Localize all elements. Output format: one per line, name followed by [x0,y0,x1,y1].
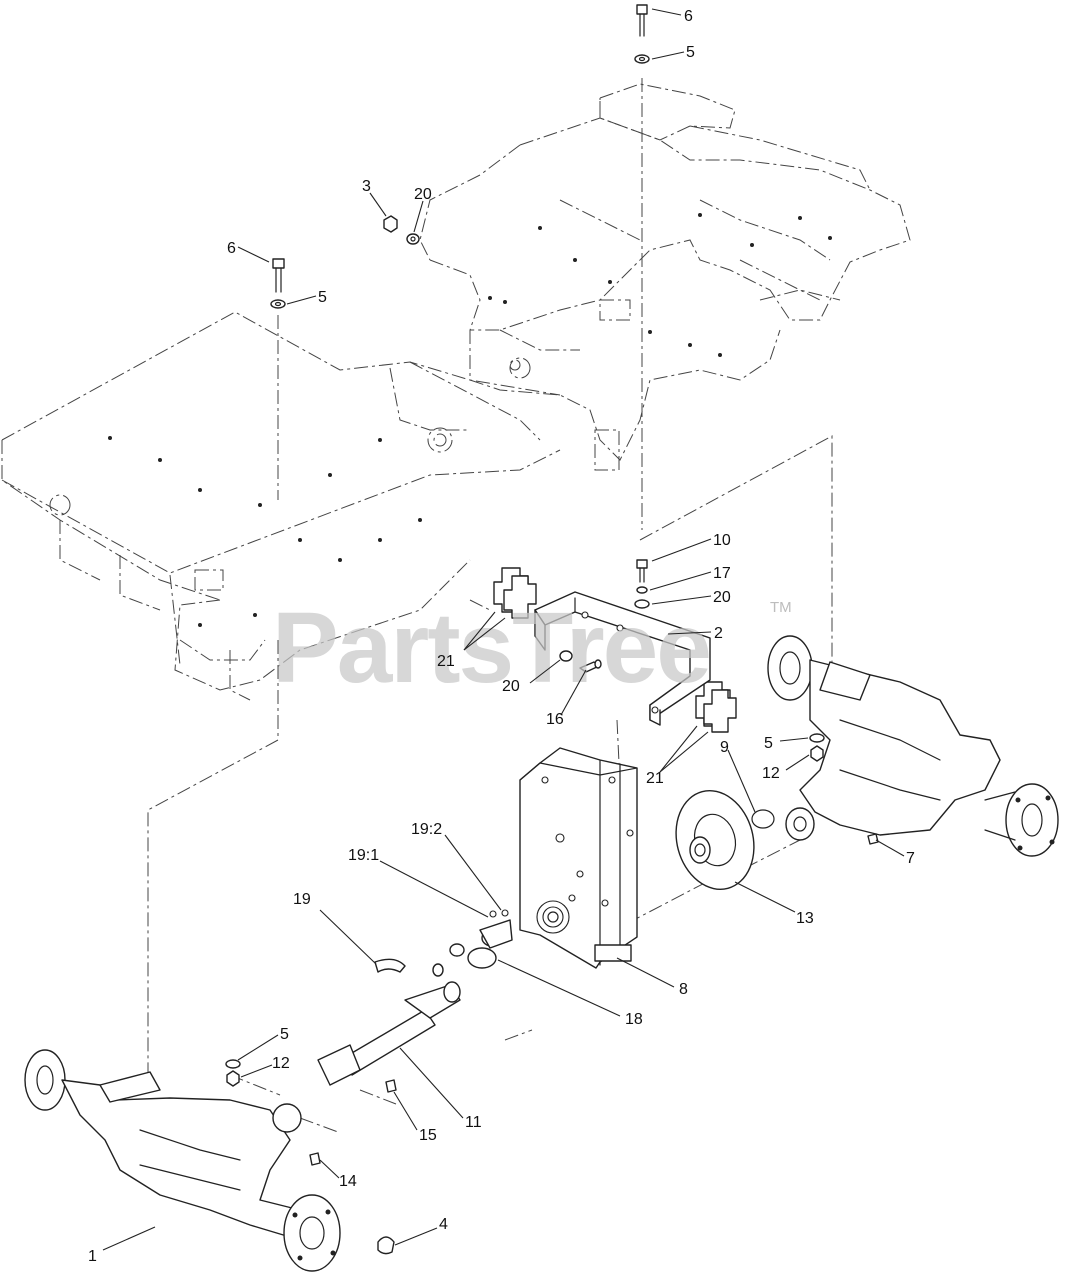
bolt-washer-stack [634,559,650,609]
mounting-bracket [534,591,711,726]
callout-labels: 6 5 3 20 6 5 10 17 20 2 21 20 16 21 5 12… [88,8,915,1265]
callout-3: 3 [362,178,371,195]
callout-1: 1 [88,1248,97,1265]
callout-6-top: 6 [684,8,693,25]
callout-9: 9 [720,739,729,756]
callout-4: 4 [439,1216,448,1233]
shims [493,567,737,733]
callout-21-right: 21 [646,770,664,787]
callout-12-right: 12 [762,765,780,782]
trademark-mark: TM [770,599,792,616]
callout-5-top: 5 [686,44,695,61]
callout-11: 11 [465,1114,482,1131]
driveshaft [317,909,513,1093]
callout-20-low: 20 [502,678,520,695]
front-axle [24,1049,395,1272]
nut-and-washer [383,215,420,245]
callout-8: 8 [679,981,688,998]
callout-21-left: 21 [437,653,455,670]
callout-18: 18 [625,1011,643,1028]
callout-5-left: 5 [318,289,327,306]
callout-13: 13 [796,910,814,927]
front-frame [1,311,561,701]
callout-14: 14 [339,1173,357,1190]
brake-disc [675,790,775,890]
callout-10: 10 [713,532,731,549]
watermark: PartsTree TM [272,592,792,704]
callout-7: 7 [906,850,915,867]
bolt-left [270,258,286,309]
callout-12-lower: 12 [272,1055,290,1072]
callout-19-2: 19:2 [411,821,442,838]
watermark-text: PartsTree [272,592,710,704]
leader-lines [102,8,905,1251]
callout-20-mid: 20 [713,589,731,606]
callout-17: 17 [713,565,731,582]
callout-5-lower: 5 [280,1026,289,1043]
callout-20-top: 20 [414,186,432,203]
gearbox [519,747,638,969]
callout-15: 15 [419,1127,437,1144]
callout-19: 19 [293,891,311,908]
callout-6-left: 6 [227,240,236,257]
callout-2: 2 [714,625,723,642]
rear-frame [419,83,911,471]
rear-axle [767,635,1059,857]
callout-5-right: 5 [764,735,773,752]
callout-16: 16 [546,711,564,728]
assembly-lines [147,78,833,1133]
callout-19-1: 19:1 [348,847,379,864]
bolt-top [634,4,650,64]
